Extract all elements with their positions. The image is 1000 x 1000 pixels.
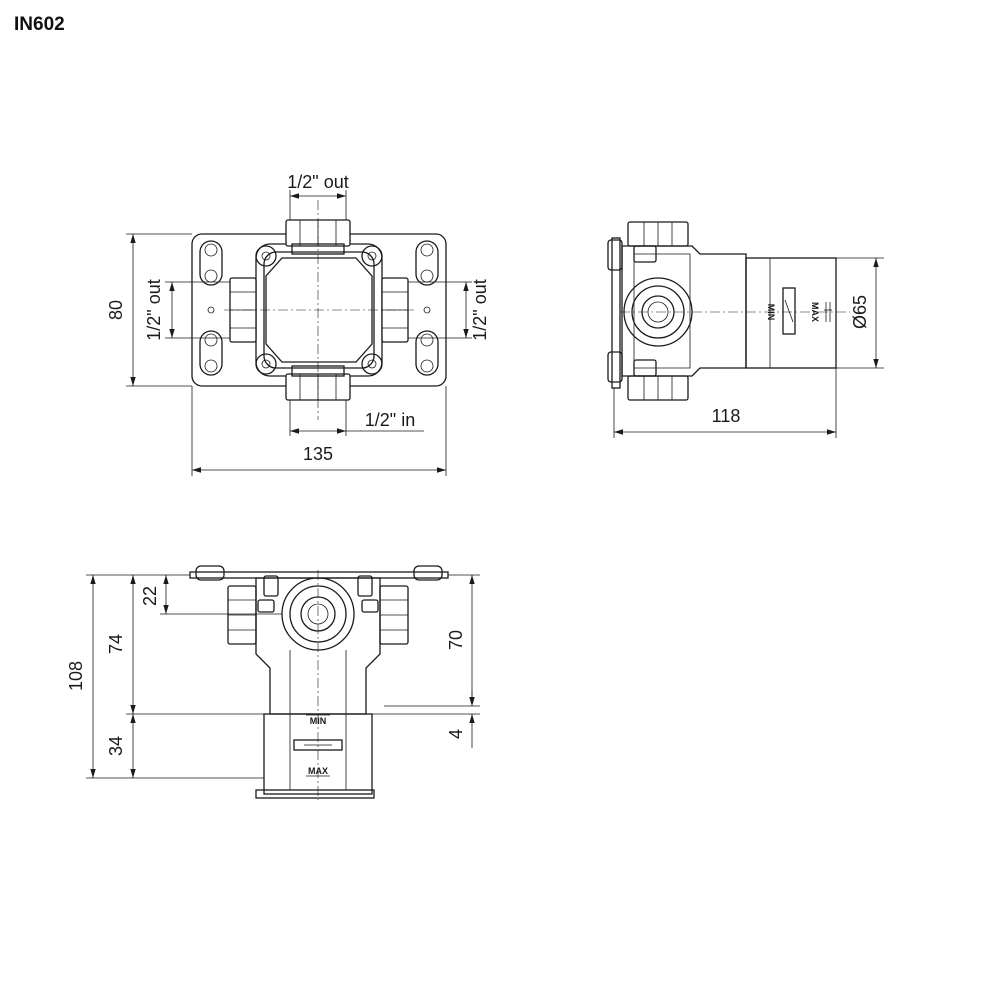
screw-bottom-left [255,353,277,375]
left-port-label: 1/2" out [144,279,164,340]
bottom-dim-4: 4 [446,729,466,739]
side-min-max-indicator [782,287,796,335]
bottom-view: MIN MAX 108 74 22 34 70 4 [66,565,480,800]
side-cartridge [745,257,837,369]
mounting-slot-left-bottom [199,330,223,376]
side-plate [611,237,621,389]
bottom-dim-70: 70 [446,630,466,650]
side-bottom-nut [627,375,689,401]
screw-bottom-right [361,353,383,375]
bottom-dim-22: 22 [140,586,160,606]
bottom-dim-74: 74 [106,634,126,654]
bottom-dim-34: 34 [106,736,126,756]
side-view: MIN MAX Ø65 118 [607,221,884,438]
bottom-left-nut [227,585,257,645]
top-port-label: 1/2" out [287,172,348,192]
mounting-slot-right-bottom [415,330,439,376]
mounting-slot-right-top [415,240,439,286]
side-top-nut [627,221,689,247]
bottom-total-height-dimension: 108 [66,661,86,691]
screw-top-right [361,245,383,267]
front-view: 1/2" out 1/2" in 1/2" out 1/2" out 80 13… [106,172,490,476]
front-width-dimension: 135 [303,444,333,464]
side-diameter-dimension: Ø65 [850,295,870,329]
screw-top-left [255,245,277,267]
page-title: IN602 [14,14,65,35]
front-height-dimension: 80 [106,300,126,320]
side-length-dimension: 118 [712,406,741,426]
bottom-right-nut [379,585,409,645]
bottom-plate [189,571,449,579]
mounting-slot-left-top [199,240,223,286]
central-cavity [265,257,373,363]
right-port-label: 1/2" out [470,279,490,340]
bottom-port-label: 1/2" in [365,410,415,430]
